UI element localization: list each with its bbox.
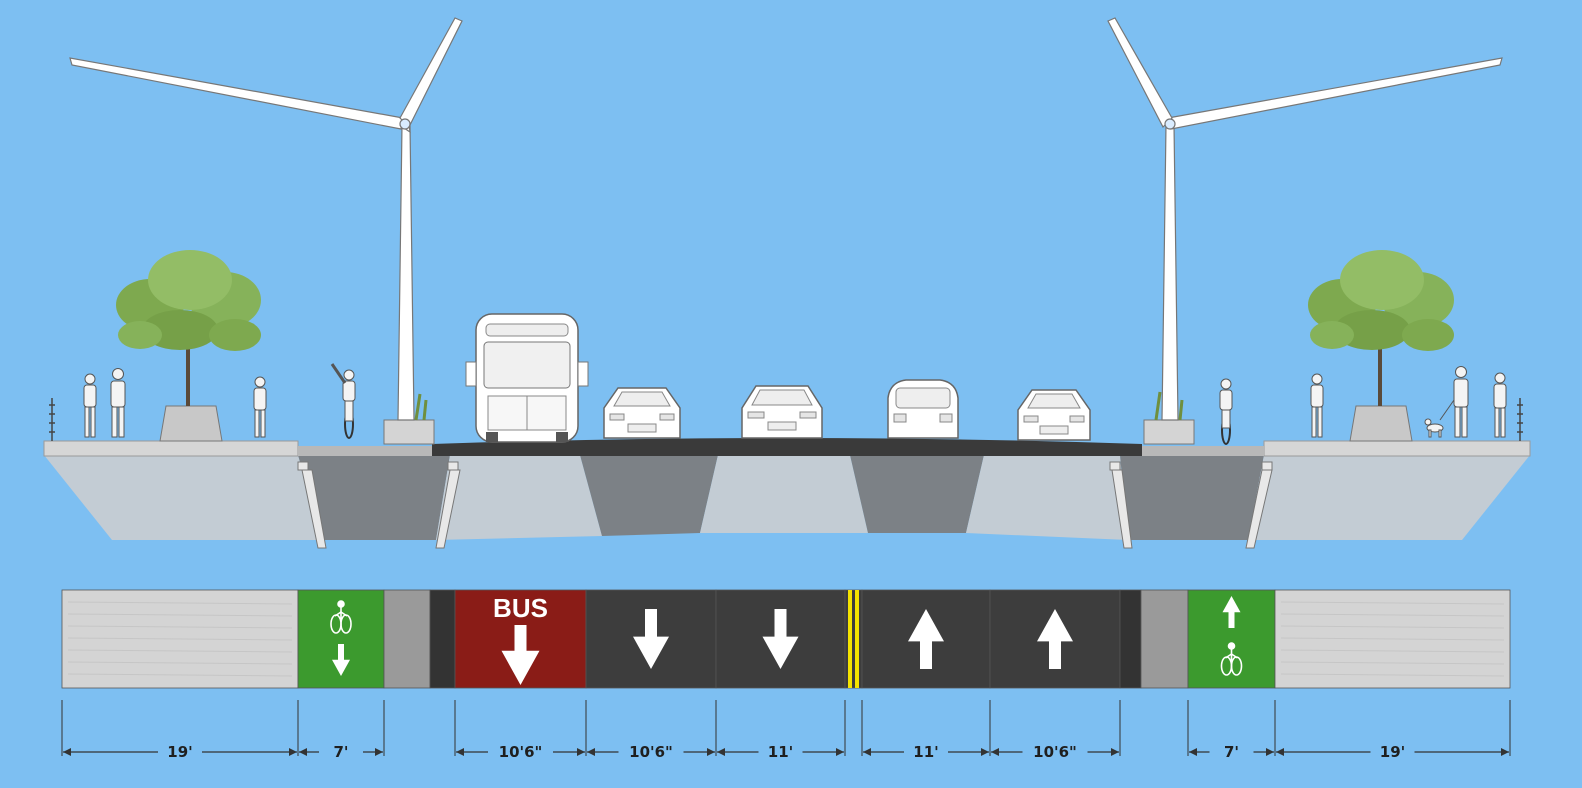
dimension-span: 10'6" bbox=[991, 743, 1119, 761]
plan-segment-buffer bbox=[1140, 589, 1189, 689]
double-yellow-line bbox=[855, 590, 859, 688]
dimension-label: 10'6" bbox=[1033, 743, 1077, 761]
planter-right bbox=[1349, 405, 1413, 442]
plan-segment-travel bbox=[585, 589, 717, 689]
plan-segment-center-line bbox=[844, 589, 863, 689]
elevation-view bbox=[43, 17, 1531, 549]
plan-strip: BUS bbox=[61, 589, 1511, 689]
plan-segment-sidewalk bbox=[1274, 589, 1511, 689]
dog bbox=[1424, 418, 1444, 438]
planter-left bbox=[159, 405, 223, 442]
dimension-span: 19' bbox=[63, 743, 297, 761]
pedestrian-with-dog bbox=[1439, 366, 1469, 438]
dimension-label: 11' bbox=[913, 743, 938, 761]
plan-segment-curb bbox=[429, 589, 456, 689]
plan-segment-travel bbox=[989, 589, 1121, 689]
deck-lane-block-3 bbox=[700, 455, 868, 533]
tree-right bbox=[1308, 250, 1454, 406]
plan-segment-bus: BUS bbox=[454, 589, 587, 689]
separator-posts bbox=[297, 461, 1273, 549]
dimension-label: 10'6" bbox=[629, 743, 673, 761]
pole-base-right bbox=[1143, 387, 1195, 445]
dimension-label: 19' bbox=[1380, 743, 1405, 761]
dimension-span: 11' bbox=[717, 743, 844, 761]
plan-segment-sidewalk bbox=[61, 589, 299, 689]
car-2 bbox=[741, 385, 823, 439]
dimension-label: 11' bbox=[768, 743, 793, 761]
cyclist-right bbox=[1219, 378, 1233, 445]
dimension-row: 19' 7' 10'6" 10'6" 11' 11' 10'6" 7' 19' bbox=[61, 700, 1511, 761]
pedestrian-couple-left bbox=[83, 368, 126, 438]
deck-lane-block-4 bbox=[850, 455, 984, 533]
deck-left-bike-channel bbox=[298, 455, 450, 540]
dimension-span: 7' bbox=[1189, 743, 1274, 761]
left-bike-surface bbox=[298, 446, 434, 456]
tree-left bbox=[116, 250, 261, 406]
right-bike-surface bbox=[1140, 446, 1264, 456]
dimension-span: 7' bbox=[299, 743, 383, 761]
wind-turbine-light-right bbox=[1107, 17, 1503, 421]
plan-segment-bike bbox=[297, 589, 385, 689]
pole-base-left bbox=[383, 387, 435, 445]
plan-segment-bike bbox=[1187, 589, 1276, 689]
bus-lane-label: BUS bbox=[493, 593, 548, 623]
deck-right-sidewalk bbox=[1248, 455, 1530, 540]
lane-arrow-up-icon bbox=[1037, 609, 1073, 669]
pedestrian-figures bbox=[83, 366, 1507, 438]
bike-lane-arrow-down-icon bbox=[332, 644, 350, 676]
railing-left bbox=[49, 398, 55, 441]
pedestrian-left-standing bbox=[253, 376, 267, 438]
car-1 bbox=[603, 387, 681, 439]
deck-lane-block-5 bbox=[966, 455, 1128, 540]
dimension-label: 7' bbox=[1224, 743, 1239, 761]
bicycle-icon bbox=[330, 600, 352, 634]
plan-segment-buffer bbox=[383, 589, 431, 689]
plan-segment-travel bbox=[861, 589, 991, 689]
dimension-span: 11' bbox=[863, 743, 989, 761]
bike-lane-arrow-up-icon bbox=[1222, 596, 1241, 628]
deck-left-sidewalk bbox=[44, 455, 322, 540]
lane-arrow-up-icon bbox=[908, 609, 944, 669]
railing-right bbox=[1517, 398, 1523, 441]
left-sidewalk-surface bbox=[43, 440, 299, 457]
lane-arrow-down-icon bbox=[762, 609, 799, 669]
dimension-label: 19' bbox=[167, 743, 192, 761]
bus-lane-arrow-icon bbox=[501, 625, 540, 685]
bicycle-icon bbox=[1220, 642, 1243, 676]
pedestrian-far-right bbox=[1493, 372, 1507, 438]
dimension-span: 19' bbox=[1276, 743, 1509, 761]
bus bbox=[465, 313, 589, 443]
cyclist-left bbox=[330, 363, 356, 439]
dimension-label: 10'6" bbox=[499, 743, 543, 761]
car-4 bbox=[1017, 389, 1091, 441]
roadway-surface bbox=[432, 438, 1142, 456]
lane-arrow-down-icon bbox=[633, 609, 669, 669]
dimension-label: 7' bbox=[333, 743, 348, 761]
plan-segment-travel bbox=[715, 589, 846, 689]
right-sidewalk-surface bbox=[1263, 440, 1531, 457]
deck-lane-block-2 bbox=[580, 455, 718, 536]
dimension-span: 10'6" bbox=[456, 743, 585, 761]
double-yellow-line bbox=[848, 590, 852, 688]
plan-segment-curb bbox=[1119, 589, 1142, 689]
car-3 bbox=[887, 379, 959, 439]
deck-right-bike-channel bbox=[1120, 455, 1264, 540]
deck-bus-lane-block bbox=[436, 455, 602, 540]
dimension-span: 10'6" bbox=[587, 743, 715, 761]
wind-turbine-light-left bbox=[69, 17, 463, 421]
pedestrian-right-walking bbox=[1310, 373, 1324, 438]
